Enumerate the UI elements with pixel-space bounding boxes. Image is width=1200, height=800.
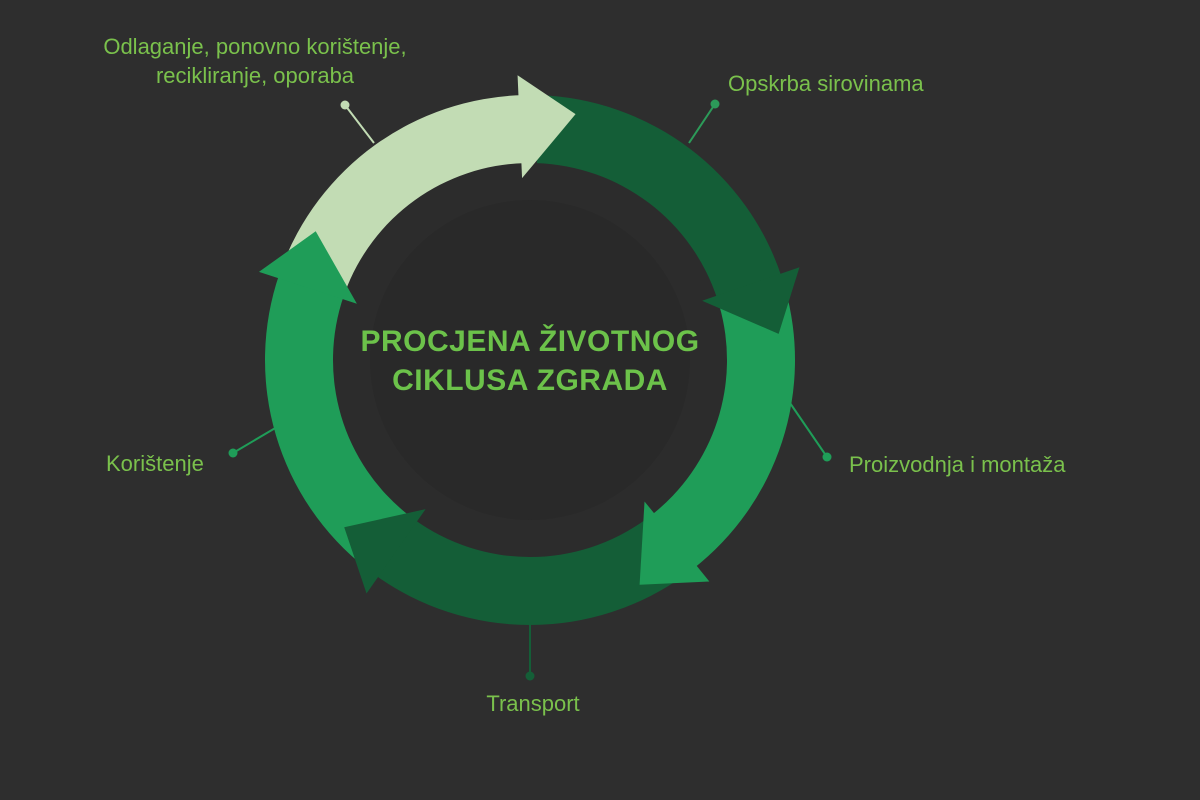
leader-transport-dot	[525, 671, 535, 681]
segment-proizvodnja-arc	[651, 286, 796, 569]
label-transport: Transport	[486, 691, 580, 716]
leader-odlaganje-line	[344, 104, 375, 144]
segment-koristenje-arrowhead	[258, 231, 357, 304]
segment-odlaganje-arrowhead	[517, 75, 576, 179]
label-proizvodnja-i-montaza: Proizvodnja i montaža	[849, 452, 1066, 477]
leader-opskrba-line	[688, 103, 716, 144]
label-koristenje: Korištenje	[106, 451, 204, 476]
segment-transport-arrowhead	[344, 509, 426, 594]
diagram-title: PROCJENA ŽIVOTNOG CIKLUSA ZGRADA	[360, 325, 700, 397]
segment-odlaganje-arc	[280, 95, 525, 293]
segment-koristenje-arc	[265, 273, 409, 569]
leader-proizvodnja-line	[789, 402, 828, 458]
leader-opskrba-dot	[710, 99, 720, 109]
leader-koristenje-dot	[228, 448, 238, 458]
label-opskrba-sirovinama: Opskrba sirovinama	[728, 71, 924, 96]
leader-koristenje-line	[232, 426, 278, 454]
leader-odlaganje-dot	[340, 100, 350, 110]
label-odlaganje: Odlaganje, ponovno korištenje, reciklira…	[103, 34, 407, 88]
center-disc	[370, 200, 690, 520]
segment-opskrba-arc	[536, 95, 783, 300]
segment-transport-arc	[374, 519, 686, 626]
leader-proizvodnja-dot	[822, 452, 832, 462]
segment-proizvodnja-arrowhead	[639, 501, 710, 585]
segment-opskrba-arrowhead	[702, 267, 800, 334]
